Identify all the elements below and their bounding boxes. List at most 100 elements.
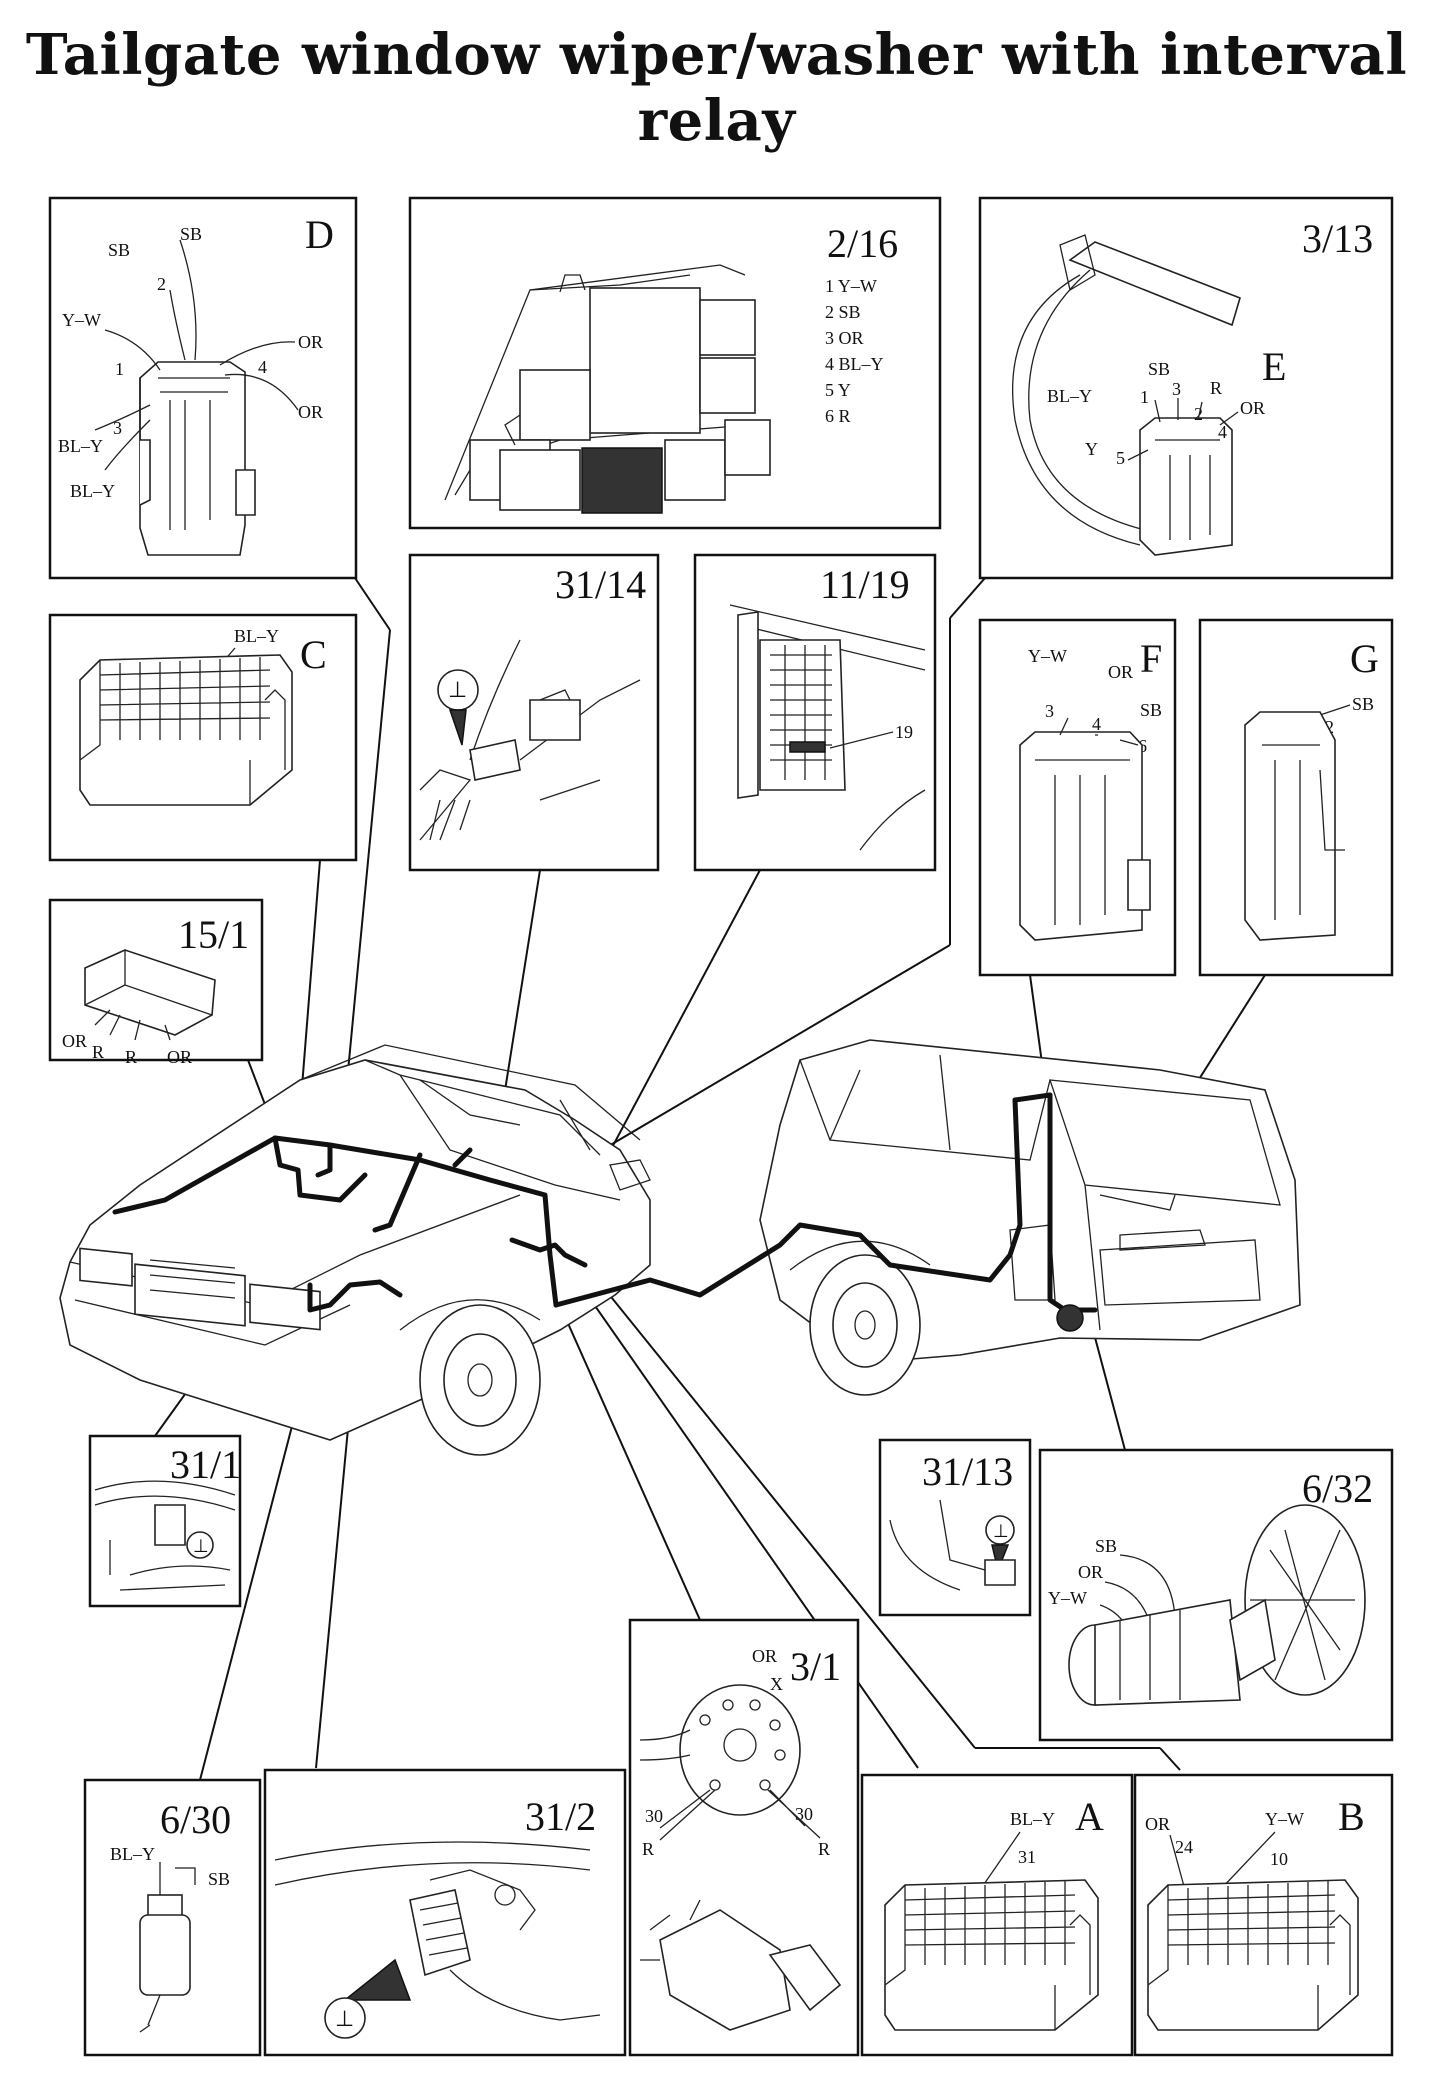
label-or-2: OR	[298, 402, 323, 422]
pin-3: 3 OR	[825, 328, 864, 348]
pin-6: 6 R	[825, 406, 851, 426]
label-pin-4: 4	[258, 357, 267, 377]
panel-B-ref: B	[1338, 1794, 1365, 1839]
label-bl-y: BL–Y	[1010, 1809, 1055, 1829]
label-pin-4: 4	[1092, 714, 1101, 734]
panel-31-14: 31/14 ⊥	[408, 553, 660, 872]
ground-symbol: ⊥	[993, 1521, 1009, 1541]
panel-31-14-ref: 31/14	[555, 562, 646, 607]
panel-11-19: 11/19 19	[693, 553, 937, 872]
label-or-1: OR	[62, 1031, 87, 1051]
label-sb-2: SB	[180, 224, 202, 244]
panel-15-1: 15/1 OR R R OR	[48, 898, 264, 1067]
label-10: 10	[1270, 1849, 1288, 1869]
label-31: 31	[1018, 1847, 1036, 1867]
label-or: OR	[1240, 398, 1265, 418]
ground-symbol: ⊥	[193, 1536, 209, 1556]
label-sb: SB	[1352, 694, 1374, 714]
panel-15-1-ref: 15/1	[178, 912, 249, 957]
label-30-2: 30	[795, 1804, 813, 1824]
label-or: OR	[1145, 1814, 1170, 1834]
panel-6-30-ref: 6/30	[160, 1797, 231, 1842]
label-or: OR	[752, 1646, 777, 1666]
panel-3-1-ref: 3/1	[790, 1644, 841, 1689]
pin-5: 5 Y	[825, 380, 851, 400]
panel-6-32-ref: 6/32	[1302, 1466, 1373, 1511]
diagram-title: Tailgate window wiper/washer with interv…	[25, 22, 1408, 154]
panel-31-1-ref: 31/1	[170, 1442, 241, 1487]
panel-F: F Y–W OR 3 4 SB 6	[978, 618, 1177, 977]
label-30-1: 30	[645, 1806, 663, 1826]
label-y-w: Y–W	[1028, 646, 1067, 666]
label-bl-y: BL–Y	[110, 1844, 155, 1864]
label-pin-1: 1	[115, 359, 124, 379]
label-pin-3: 3	[1172, 379, 1181, 399]
panel-31-2-ref: 31/2	[525, 1794, 596, 1839]
label-sb: SB	[1095, 1536, 1117, 1556]
label-pin-4: 4	[1218, 422, 1227, 442]
label-r: R	[1210, 378, 1222, 398]
label-r-1: R	[92, 1042, 104, 1062]
panel-C: C BL–Y 23	[48, 613, 358, 862]
panel-6-32: 6/32 SB OR Y–W	[1038, 1448, 1394, 1742]
label-x: X	[770, 1674, 783, 1694]
label-bl-y-1: BL–Y	[58, 436, 103, 456]
panel-3-13: 3/13 E SB R BL–Y 1 3 2 OR 4 Y 5	[978, 196, 1394, 580]
panel-3-1: 3/1 OR X 30 30 R R	[628, 1618, 860, 2057]
panel-2-16: 2/16 1 Y–W 2 SB 3 OR 4 BL–Y 5 Y 6 R	[408, 196, 942, 530]
label-pin-3: 3	[1045, 701, 1054, 721]
label-bl-y-2: BL–Y	[70, 481, 115, 501]
label-or: OR	[1078, 1562, 1103, 1582]
panel-A-ref: A	[1075, 1794, 1104, 1839]
label-pin-2: 2	[157, 274, 166, 294]
label-sb: SB	[208, 1869, 230, 1889]
ground-symbol: ⊥	[448, 677, 467, 702]
label-bl-y: BL–Y	[234, 626, 279, 646]
pin-1: 1 Y–W	[825, 276, 877, 296]
panel-31-2: 31/2 ⊥	[263, 1768, 627, 2057]
pin-4: 4 BL–Y	[825, 354, 884, 374]
label-or-2: OR	[167, 1047, 192, 1067]
panel-C-ref: C	[300, 632, 327, 677]
panel-31-1: 31/1 ⊥	[88, 1434, 242, 1608]
panel-2-16-ref: 2/16	[827, 221, 898, 266]
label-bl-y: BL–Y	[1047, 386, 1092, 406]
front-car-drawing	[59, 1044, 651, 1456]
panel-G: G SB 2	[1198, 618, 1394, 977]
label-r-1: R	[642, 1839, 654, 1859]
label-sb-1: SB	[108, 240, 130, 260]
label-pin-5: 5	[1116, 448, 1125, 468]
label-y-w: Y–W	[1265, 1809, 1304, 1829]
panel-11-19-ref: 11/19	[820, 562, 910, 607]
label-19: 19	[895, 722, 913, 742]
panel-A: A BL–Y 31	[860, 1773, 1134, 2057]
panel-6-30: 6/30 BL–Y SB	[83, 1778, 262, 2057]
label-sb: SB	[1148, 359, 1170, 379]
panel-E-ref: E	[1262, 344, 1286, 389]
panel-D-ref: D	[305, 212, 334, 257]
label-sb: SB	[1140, 700, 1162, 720]
label-y-w: Y–W	[1048, 1588, 1087, 1608]
label-or: OR	[1108, 662, 1133, 682]
panel-B: B OR Y–W 24 10	[1133, 1773, 1394, 2057]
panel-D: D SB SB 2 Y–W 1 OR 4 OR BL–Y 3 BL–Y	[48, 196, 358, 580]
label-pin-1: 1	[1140, 387, 1149, 407]
label-y-w: Y–W	[62, 310, 101, 330]
panel-F-ref: F	[1140, 636, 1162, 681]
label-pin-3: 3	[113, 418, 122, 438]
panel-31-13: 31/13 ⊥	[878, 1438, 1032, 1617]
panel-3-13-ref: 3/13	[1302, 216, 1373, 261]
label-r-2: R	[125, 1047, 137, 1067]
label-pin-2: 2	[1325, 717, 1334, 737]
label-24: 24	[1175, 1837, 1193, 1857]
rear-car-drawing	[553, 1039, 1301, 1396]
panel-31-13-ref: 31/13	[922, 1449, 1013, 1494]
ground-symbol: ⊥	[335, 2006, 354, 2031]
panel-G-ref: G	[1350, 636, 1379, 681]
label-pin-2: 2	[1194, 404, 1203, 424]
label-r-2: R	[818, 1839, 830, 1859]
pin-2: 2 SB	[825, 302, 861, 322]
label-or-1: OR	[298, 332, 323, 352]
label-y: Y	[1085, 439, 1098, 459]
